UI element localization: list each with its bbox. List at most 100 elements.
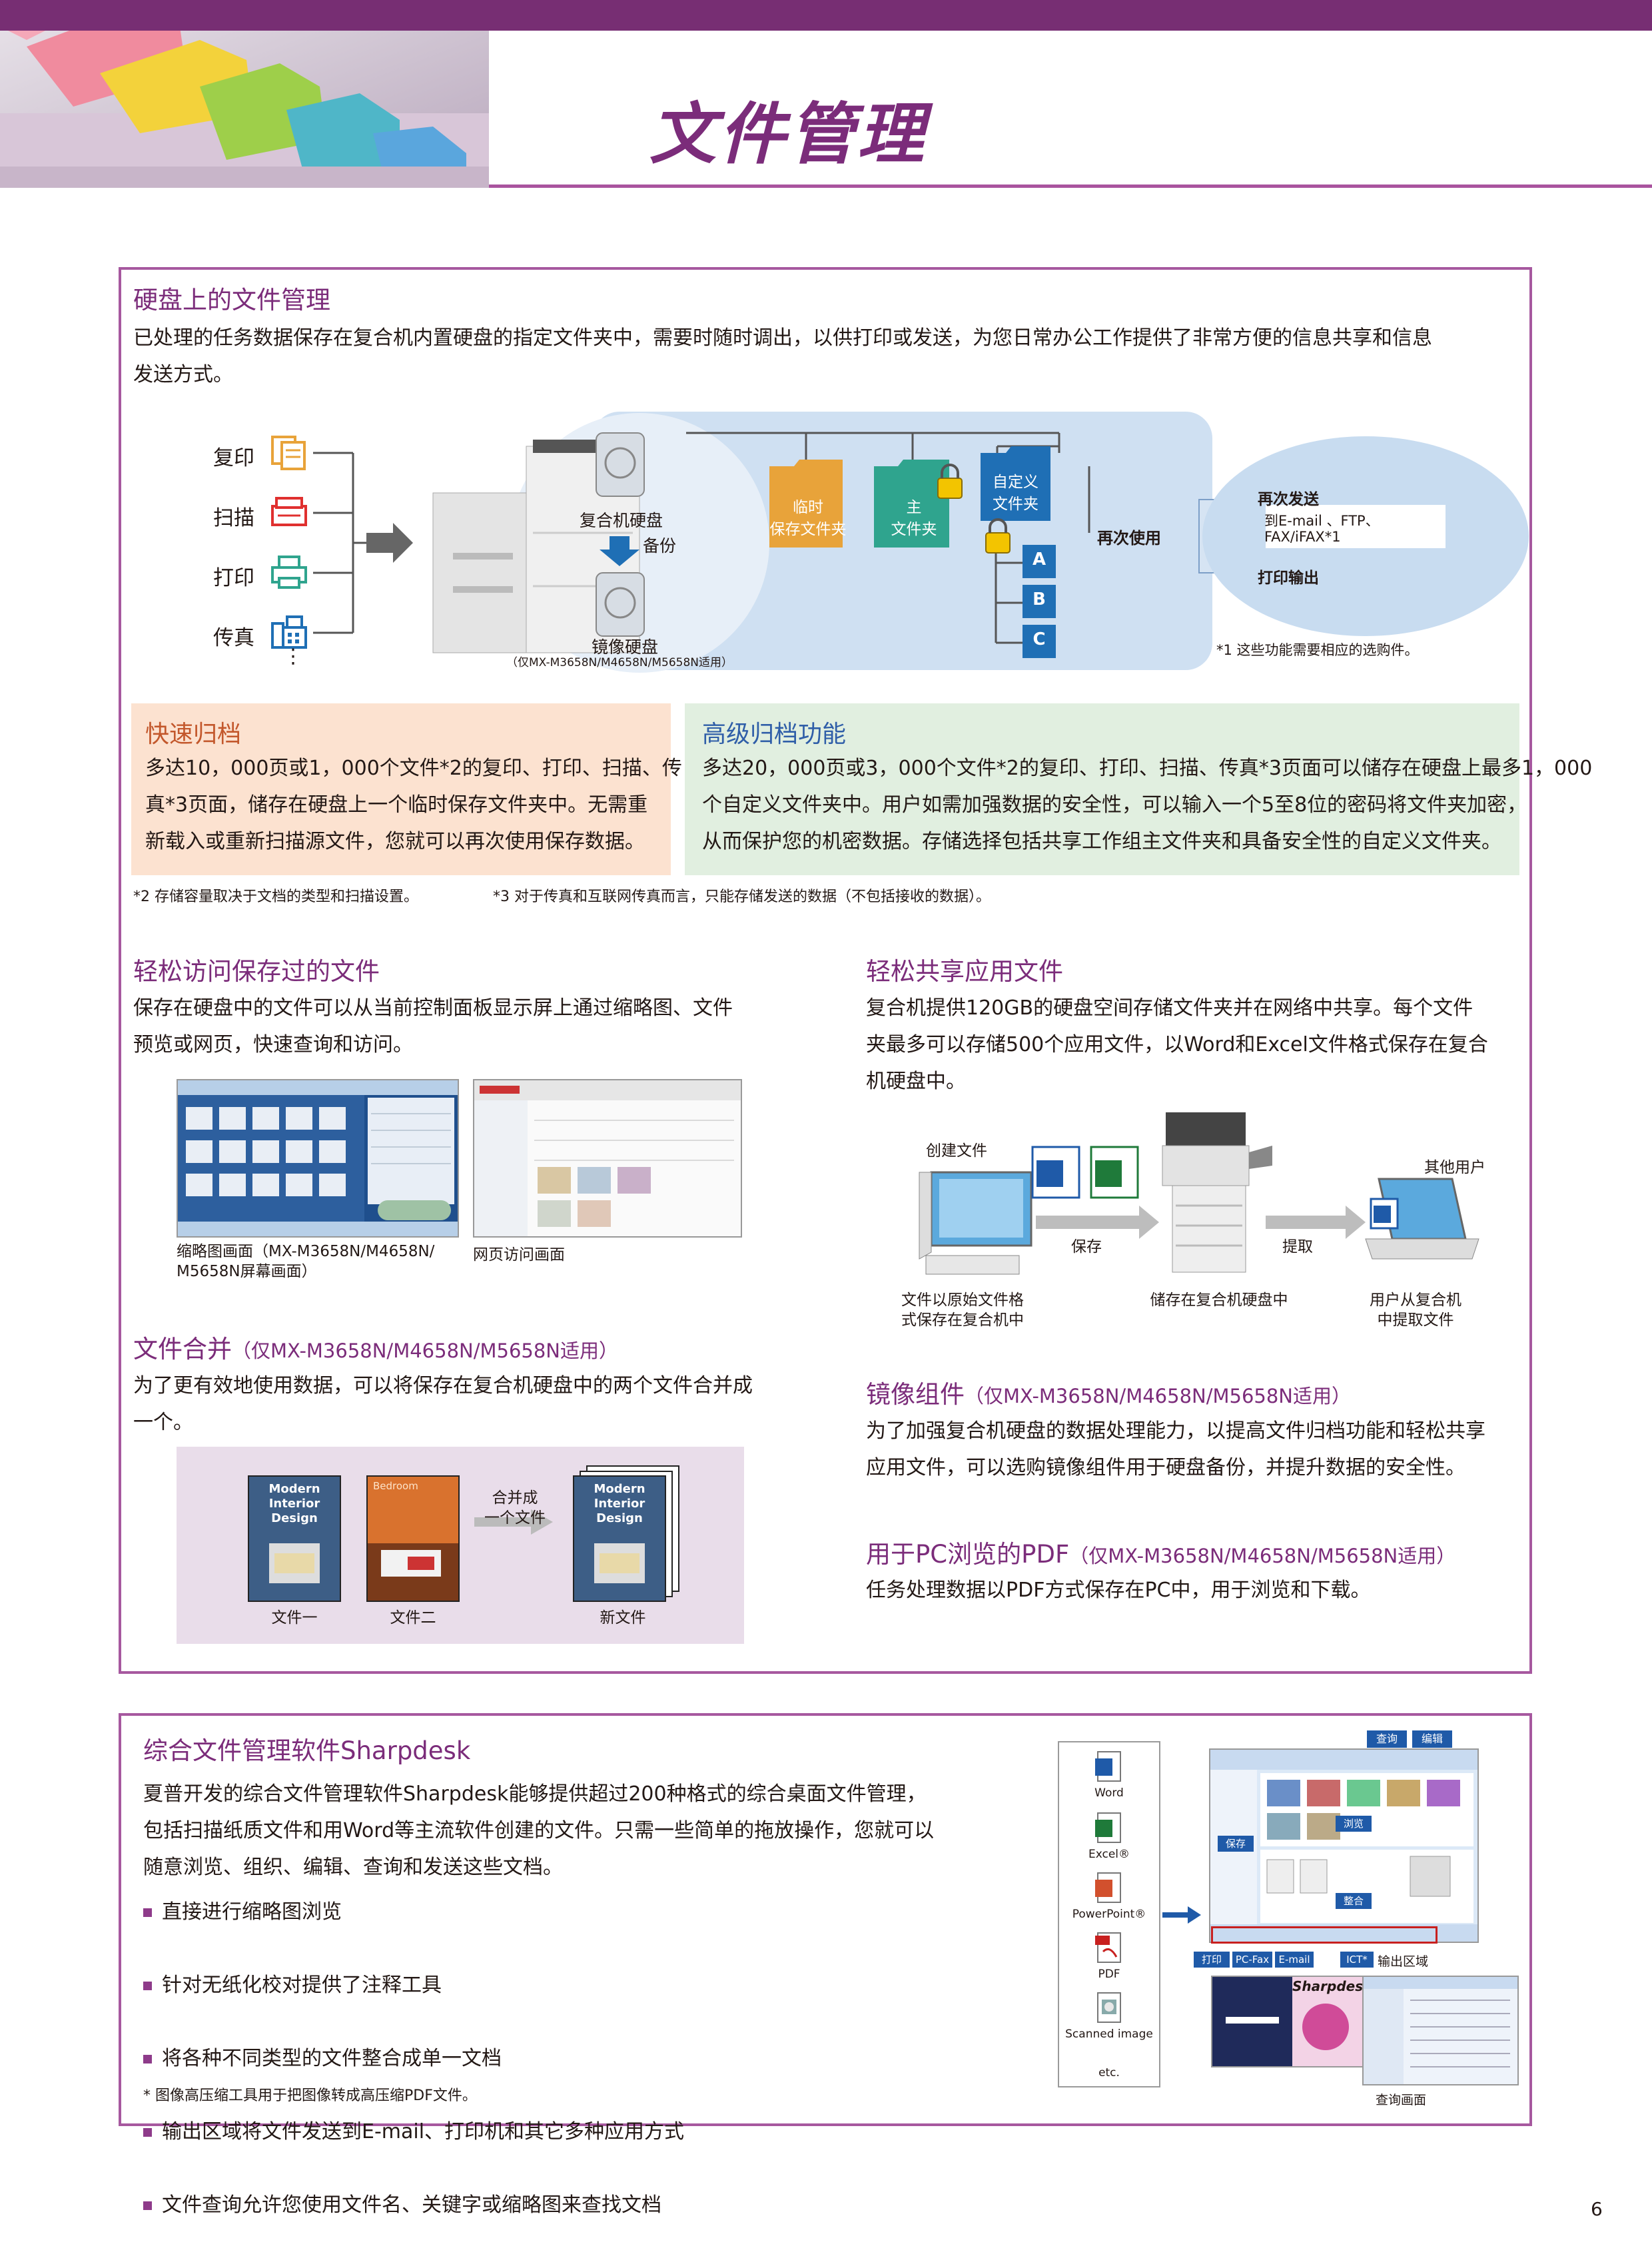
fax-icon [270,614,308,650]
file1-cover-title-1: Modern [268,1482,320,1496]
footnote-1: *1 这些功能需要相应的选购件。 [1216,642,1419,658]
sharpdesk-line3: 随意浏览、组织、编辑、查询和发送这些文档。 [143,1856,563,1879]
search-screen-label: 查询画面 [1376,2093,1427,2107]
share-line2: 夹最多可以存储500个应用文件，以Word和Excel文件格式保存在复合 [866,1033,1488,1056]
share-diagram [913,1106,1485,1279]
sharpdesk-line1: 夏普开发的综合文件管理软件Sharpdesk能够提供超过200种格式的综合桌面文… [143,1782,927,1806]
fetch-label: 提取 [1282,1238,1313,1256]
mirror-heading-text: 镜像组件 [866,1380,965,1409]
merge-heading: 文件合并（仅MX-M3658N/M4658N/M5658N适用） [133,1329,618,1365]
pdf-heading-note: （仅MX-M3658N/M4658N/M5658N适用） [1069,1545,1456,1567]
excel-icon [1094,1812,1123,1845]
share-cap3-line2: 中提取文件 [1377,1311,1454,1329]
custom-folder-line1: 自定义 [993,474,1038,491]
easy-access-line2: 预览或网页，快速查询和访问。 [133,1033,413,1056]
web-access-screen-shot [473,1079,742,1238]
advanced-file-heading: 高级归档功能 [702,721,847,748]
subfolder-a: A [1032,550,1046,569]
advanced-file-line2: 个自定义文件夹中。用户如需加强数据的安全性，可以输入一个5至8位的密码将文件夹加… [702,793,1527,817]
mirror-line1: 为了加强复合机硬盘的数据处理能力，以提高文件归档功能和轻松共享 [866,1419,1485,1443]
sharpdesk-line2: 包括扫描纸质文件和用Word等主流软件创建的文件。只需一些简单的拖放操作，您就可… [143,1819,935,1842]
advanced-file-panel [685,703,1519,875]
format-powerpoint: PowerPoint® [1072,1908,1146,1921]
easy-access-heading: 轻松访问保存过的文件 [133,957,380,986]
tag-search: 查询 [1367,1730,1407,1748]
pdf-icon [1094,1932,1123,1965]
quick-file-line3: 新载入或重新扫描源文件，您就可以再次使用保存数据。 [145,830,645,853]
bullet-4: 输出区域将文件发送到E-mail、打印机和其它多种应用方式 [142,2113,1652,2150]
share-cap1-line1: 文件以原始文件格 [901,1292,1024,1309]
quick-file-panel [131,703,671,875]
hdd-heading: 硬盘上的文件管理 [133,286,330,314]
resend-label: 再次发送 [1258,491,1319,508]
hdd-body-1: 已处理的任务数据保存在复合机内置硬盘的指定文件夹中，需要时随时调出，以供打印或发… [133,326,1432,350]
output-area-highlight [1211,1926,1438,1944]
merge-line2: 一个。 [133,1411,193,1434]
backup-label: 备份 [643,536,677,556]
format-pdf: PDF [1098,1968,1120,1981]
header-underline [489,185,1652,188]
merge-line1: 为了更有效地使用数据，可以将保存在复合机硬盘中的两个文件合并成 [133,1374,753,1397]
temp-folder-label: 临时 保存文件夹 [768,497,848,541]
sharpdesk-logo: Sharpdesk [1292,1978,1372,1994]
caption-thumb-line2: M5658N屏幕画面） [177,1263,317,1280]
format-etc: etc. [1098,2066,1120,2079]
share-heading: 轻松共享应用文件 [866,957,1063,986]
quick-file-line1: 多达10，000页或1，000个文件*2的复印、打印、扫描、传 [145,757,682,780]
share-cap3: 用户从复合机 中提取文件 [1352,1290,1479,1330]
reprint-label: 打印输出 [1258,569,1319,587]
sharpdesk-window-shot [1209,1748,1479,1943]
mirror-heading-note: （仅MX-M3658N/M4658N/M5658N适用） [965,1385,1352,1407]
advanced-file-line3: 从而保护您的机密数据。存储选择包括共享工作组主文件夹和具备安全性的自定义文件夹。 [702,830,1501,853]
bullet-2: 针对无纸化校对提供了注释工具 [142,1967,1652,2004]
share-cap2: 储存在复合机硬盘中 [1150,1292,1288,1309]
file1-cover [248,1475,341,1602]
merge-heading-note: （仅MX-M3658N/M4658N/M5658N适用） [232,1339,619,1362]
merged-cover-title-1: Modern [594,1482,645,1496]
caption-thumb-line1: 缩略图画面（MX-M3658N/M4658N/ [177,1243,435,1260]
hdd-label: 复合机硬盘 [580,511,663,530]
formats-arrow [1162,1905,1202,1925]
print-icon [270,554,308,590]
resend-targets-2: FAX/iFAX*1 [1264,529,1341,545]
caption-thumb: 缩略图画面（MX-M3658N/M4658N/ M5658N屏幕画面） [177,1242,434,1282]
quick-file-heading: 快速归档 [145,721,242,748]
mirror-heading: 镜像组件（仅MX-M3658N/M4658N/M5658N适用） [866,1374,1351,1410]
input-copy-label: 复印 [213,446,254,470]
main-folder-label: 主 文件夹 [874,497,954,541]
share-line3: 机硬盘中。 [866,1070,966,1093]
footnote-3: *3 对于传真和互联网传真而言，只能存储发送的数据（不包括接收的数据）。 [493,889,991,905]
powerpoint-icon [1094,1872,1123,1905]
merge-arrow [474,1505,554,1539]
mirror-note: （仅MX-M3658N/M4658N/M5658N适用） [506,656,733,669]
file1-cover-title-2: Interior [268,1497,320,1511]
reuse-label: 再次使用 [1097,529,1161,548]
share-line1: 复合机提供120GB的硬盘空间存储文件夹并在网络中共享。每个文件 [866,996,1473,1020]
other-users-label: 其他用户 [1424,1159,1485,1176]
input-print-label: 打印 [213,566,254,590]
mirror-line2: 应用文件，可以选购镜像组件用于硬盘备份，并提升数据的安全性。 [866,1456,1465,1479]
share-cap3-line1: 用户从复合机 [1370,1292,1461,1309]
main-folder-line1: 主 [906,499,922,516]
out-pcfax-button: PC-Fax [1232,1952,1272,1968]
output-area-label: 输出区域 [1378,1954,1429,1969]
pdf-heading: 用于PC浏览的PDF（仅MX-M3658N/M4658N/M5658N适用） [866,1534,1455,1570]
save-label: 保存 [1071,1238,1102,1256]
subfolder-b: B [1032,589,1046,609]
tag-merge: 整合 [1336,1893,1372,1909]
format-word: Word [1094,1786,1124,1800]
page-number: 6 [1591,2198,1603,2220]
temp-folder-line2: 保存文件夹 [769,521,847,538]
page-title: 文件管理 [649,95,927,173]
more-ellipsis: ⋮ [283,645,303,668]
out-ict-button: ICT* [1340,1952,1374,1968]
main-folder-line2: 文件夹 [891,521,937,538]
file1-label: 文件一 [271,1609,318,1627]
temp-folder-line1: 临时 [793,499,823,516]
sharpdesk-box-image [1211,1976,1364,2067]
out-email-button: E-mail [1275,1952,1314,1968]
custom-folder-line2: 文件夹 [993,496,1038,513]
merge-label: 合并成 一个文件 [472,1488,558,1528]
pdf-heading-text: 用于PC浏览的PDF [866,1540,1070,1569]
create-file-label: 创建文件 [926,1142,987,1160]
